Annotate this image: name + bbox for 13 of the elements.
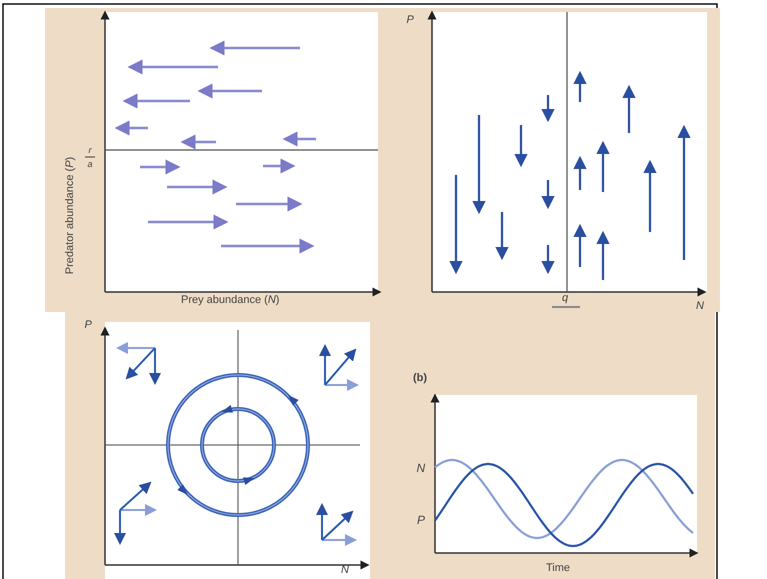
axis-label: P [84,320,92,330]
axis-label: N [416,462,426,474]
axis-label: Time [546,562,570,574]
axis-label: a [88,160,93,168]
axis-label: Predator abundance (P) [64,156,76,274]
axis-label: P [406,14,414,26]
axis-label: N [696,300,704,312]
axis-label: P [417,514,426,526]
panel-label: (b) [413,372,428,384]
axis-label: r [88,146,92,154]
axis-label: q [562,292,568,304]
axis-label: Prey abundance (N) [181,294,280,306]
axis-label: N [341,564,349,576]
